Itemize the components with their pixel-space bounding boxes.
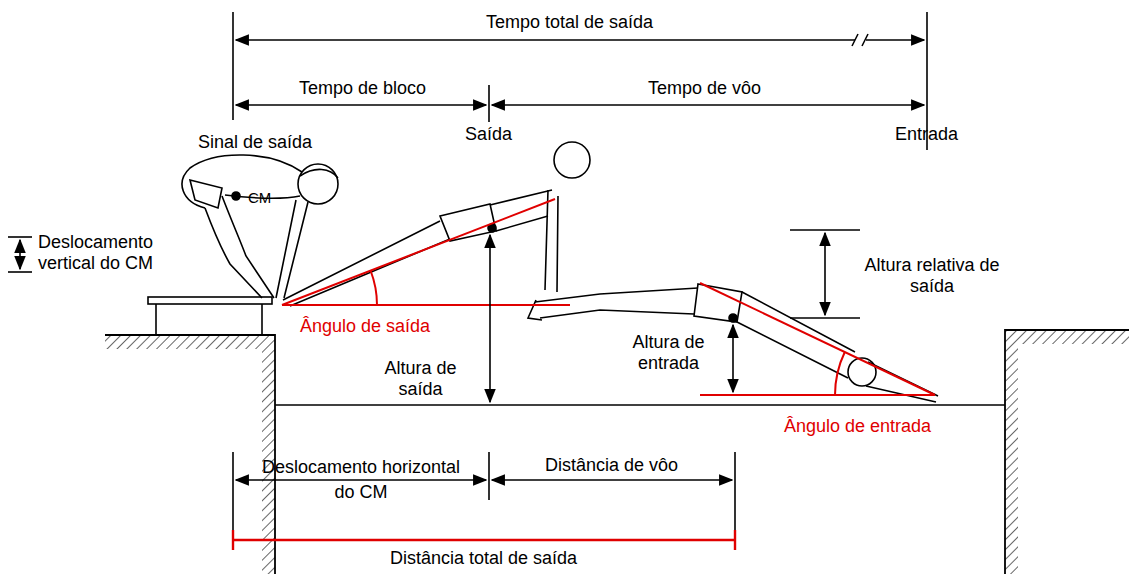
drawing-stroke [790, 229, 860, 231]
drawing-stroke [276, 200, 308, 298]
drawing-stroke [205, 208, 262, 298]
timing-label: Tempo de bloco [299, 78, 426, 99]
event-label: Sinal de saída [198, 132, 312, 153]
drawing-stroke [554, 142, 590, 178]
drawing-stroke [700, 394, 935, 396]
drawing-stroke [262, 335, 275, 574]
drawing-stroke [848, 358, 876, 386]
height-dimensions [8, 230, 860, 402]
drawing-stroke [105, 335, 262, 349]
drawing-stroke [371, 271, 377, 305]
event-label: Saída [465, 124, 512, 145]
drawing-stroke [1005, 330, 1018, 574]
drawing-stroke [283, 221, 450, 306]
drawing-stroke [694, 284, 742, 322]
starting-block [148, 297, 272, 335]
drawing-stroke [8, 236, 32, 238]
dimension-label: Altura relativa de saída [862, 255, 1002, 297]
drawing-stroke [275, 404, 1005, 405]
drawing-stroke [300, 169, 338, 178]
drawing-stroke [282, 199, 555, 305]
drawing-stroke [440, 204, 496, 241]
drawing-stroke [222, 196, 274, 298]
cm-label: CM [248, 187, 271, 208]
drawing-stroke [492, 104, 924, 106]
drawing-stroke [545, 190, 558, 292]
drawing-stroke [190, 180, 222, 208]
timing-dimensions [233, 12, 927, 150]
drawing-stroke [488, 452, 490, 500]
drawing-stroke [261, 304, 263, 335]
drawing-stroke [298, 164, 338, 204]
angle-lines [282, 199, 935, 395]
drawing-stroke [488, 85, 490, 122]
timing-label: Tempo total de saída [486, 12, 653, 33]
distance-dimensions [233, 452, 735, 535]
drawing-stroke [1018, 330, 1129, 344]
drawing-stroke [489, 235, 491, 402]
drawing-stroke [232, 530, 234, 550]
drawing-stroke [535, 288, 698, 318]
drawing-stroke [490, 190, 552, 231]
drawing-stroke [182, 155, 302, 208]
dimension-label: Altura de entrada [621, 332, 716, 374]
drawing-stroke [232, 12, 234, 120]
timing-label: Tempo de vôo [648, 78, 761, 99]
drawing-stroke [148, 297, 272, 304]
drawing-stroke [282, 304, 570, 306]
drawing-stroke [236, 479, 486, 481]
drawing-stroke [700, 283, 935, 395]
drawing-stroke [734, 452, 736, 535]
drawing-stroke [236, 39, 855, 41]
dimension-label: Deslocamento horizontal do CM [261, 455, 461, 505]
dimension-label: Altura de saída [373, 358, 468, 400]
drawing-stroke [732, 325, 734, 392]
drawing-stroke [729, 314, 737, 322]
event-label: Entrada [895, 124, 958, 145]
swimmer-crouched [182, 155, 338, 298]
dimension-label: Distância total de saída [390, 548, 577, 569]
total-distance-line [233, 530, 735, 550]
drawing-stroke [528, 300, 542, 320]
drawing-stroke [835, 352, 845, 395]
dimension-label: Distância de vôo [545, 455, 678, 476]
drawing-stroke [19, 240, 21, 269]
drawing-stroke [236, 104, 486, 106]
drawing-stroke [155, 304, 157, 335]
angle-label: Ângulo de saída [300, 316, 430, 337]
drawing-stroke [862, 34, 868, 46]
angle-label: Ângulo de entrada [784, 416, 931, 437]
drawing-stroke [866, 39, 924, 41]
drawing-stroke [8, 271, 32, 273]
drawing-stroke [790, 317, 860, 319]
drawing-stroke [737, 292, 855, 378]
drawing-stroke [233, 539, 735, 541]
drawing-stroke [105, 335, 275, 574]
drawing-stroke [232, 452, 234, 535]
swimmer-flight [283, 142, 590, 306]
drawing-stroke [734, 530, 736, 550]
drawing-stroke [852, 34, 858, 46]
drawing-stroke [232, 192, 240, 200]
drawing-stroke [824, 233, 826, 315]
drawing-stroke [1005, 330, 1129, 574]
swimmer-entry [528, 284, 938, 402]
drawing-stroke [492, 479, 732, 481]
pool-walls [105, 330, 1129, 574]
dimension-label: Deslocamento vertical do CM [38, 232, 178, 274]
